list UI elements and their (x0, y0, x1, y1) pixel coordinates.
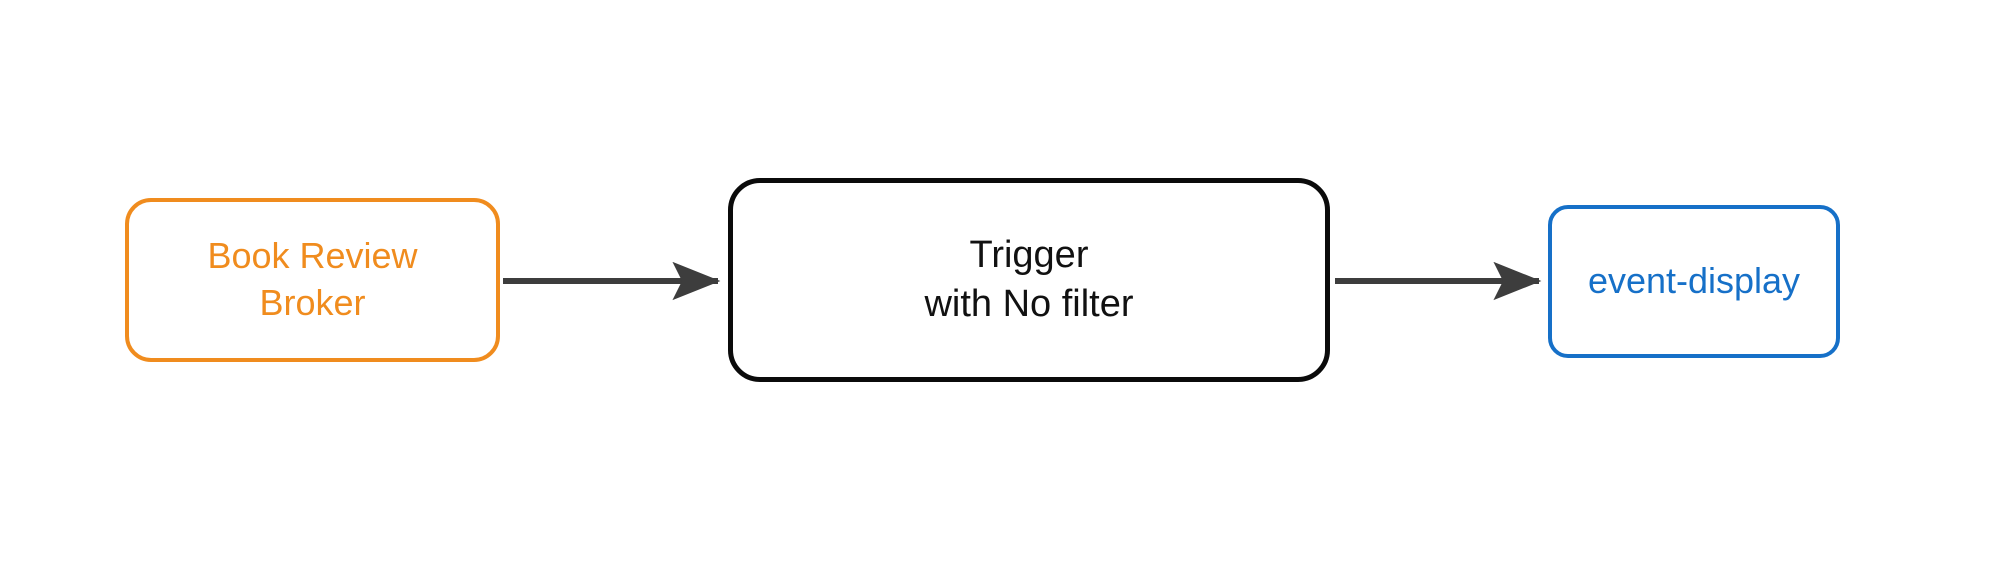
node-trigger-label-line-2: with No filter (924, 283, 1134, 325)
node-broker-label-line-1: Book Review (207, 235, 418, 277)
node-event-display-label: event-display (1587, 260, 1801, 302)
node-broker[interactable]: Book Review Broker (125, 198, 500, 362)
node-event-display[interactable]: event-display (1548, 205, 1840, 358)
node-broker-label-line-2: Broker (259, 282, 366, 323)
node-trigger[interactable]: Trigger with No filter (728, 178, 1330, 382)
node-trigger-label-line-1: Trigger (969, 233, 1089, 276)
